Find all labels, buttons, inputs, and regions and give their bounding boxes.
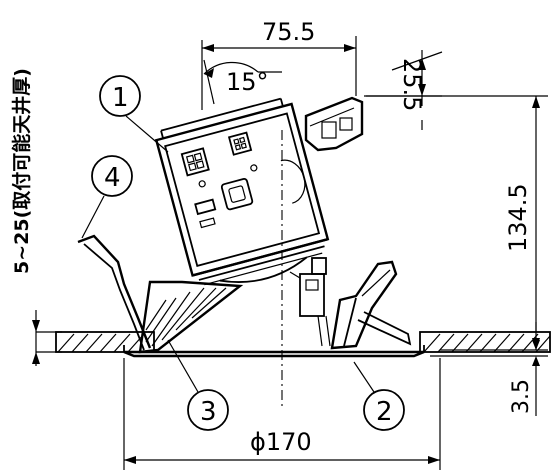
lamp-head xyxy=(154,97,330,286)
dim-ceiling-thickness: 5~25(取付可能天井厚) xyxy=(10,68,62,366)
callout-3-label: 3 xyxy=(200,397,217,427)
dim-offset-width-label: 75.5 xyxy=(262,18,315,46)
ceiling-right xyxy=(419,331,551,353)
dim-top-height-label: 25.5 xyxy=(398,58,426,111)
dim-top-height: 25.5 xyxy=(364,50,443,130)
flange xyxy=(123,345,425,358)
dim-diameter-label: ϕ170 xyxy=(250,428,312,456)
mounting-spring xyxy=(77,234,152,351)
dim-tilt-angle-label: 15° xyxy=(226,68,269,96)
body-left-wedge xyxy=(138,280,244,354)
callout-2-label: 2 xyxy=(376,397,393,427)
right-bracket xyxy=(289,257,412,350)
callout-4: 4 xyxy=(81,155,133,239)
ceiling-left xyxy=(55,331,155,353)
callout-1-label: 1 xyxy=(112,83,129,113)
dim-flange-height-label: 3.5 xyxy=(509,379,534,414)
dim-offset-width: 75.5 xyxy=(201,18,357,96)
dim-ceiling-thickness-label: 5~25(取付可能天井厚) xyxy=(10,68,33,274)
callout-3: 3 xyxy=(167,339,229,431)
dim-diameter: ϕ170 xyxy=(123,358,441,470)
dim-flange-height: 3.5 xyxy=(430,322,548,416)
callout-1: 1 xyxy=(99,75,169,153)
dim-height: 134.5 xyxy=(366,95,548,351)
callout-2: 2 xyxy=(353,361,405,431)
terminal-block xyxy=(304,96,364,152)
callout-4-label: 4 xyxy=(104,163,121,193)
dim-tilt-angle: 15° xyxy=(201,59,282,110)
dim-height-label: 134.5 xyxy=(504,183,532,252)
